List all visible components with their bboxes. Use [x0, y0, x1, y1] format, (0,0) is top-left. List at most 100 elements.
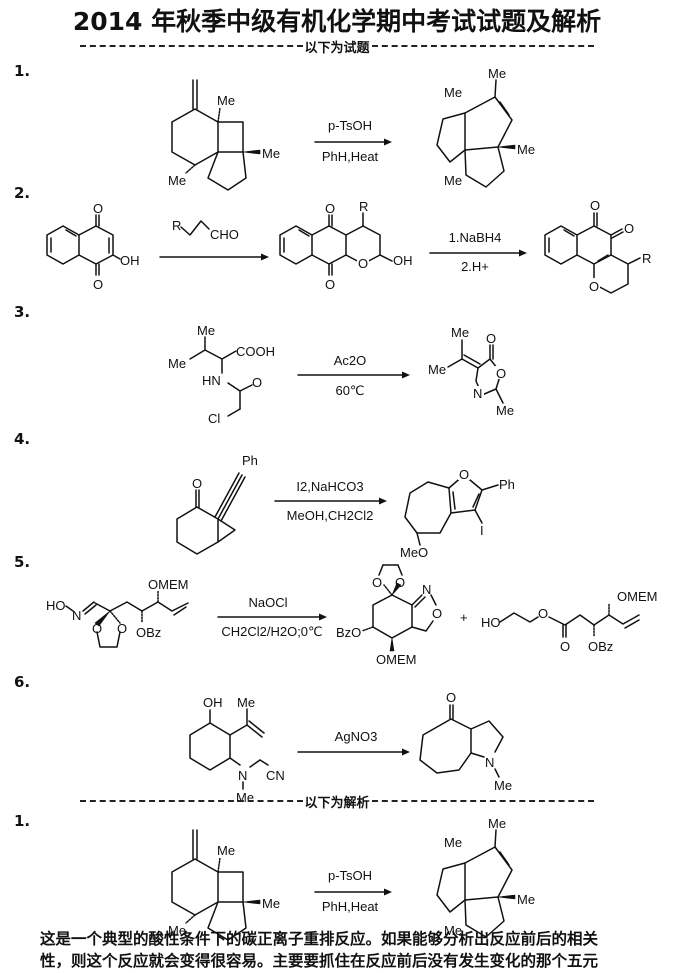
atom-label: Me	[262, 146, 280, 161]
product-2: O O R O	[544, 198, 651, 294]
reaction-arrow: I2,NaHCO3 MeOH,CH2Cl2	[274, 479, 387, 523]
reagent-bottom: MeOH,CH2Cl2	[287, 508, 374, 523]
product-3: Me Me O O N Me	[428, 325, 514, 418]
atom-label: Me	[217, 843, 235, 858]
reagent-top: NaOCl	[248, 595, 287, 610]
reagent-r: R	[172, 218, 181, 233]
intermediate-2: O O R O OH	[279, 199, 413, 292]
atom-label: Me	[197, 323, 215, 338]
reagent-bottom: 60℃	[335, 383, 364, 398]
reagent-bottom: PhH,Heat	[322, 899, 379, 914]
reaction-arrow: R CHO	[159, 218, 269, 261]
reagent-top: 1.NaBH4	[449, 230, 502, 245]
reaction-scheme-3: Me Me COOH HN O Cl Ac2O 60℃ Me Me O O N …	[168, 323, 514, 426]
question-number: 3.	[14, 303, 31, 321]
atom-label: O	[252, 375, 262, 390]
reagent-top: p-TsOH	[328, 118, 372, 133]
atom-label: Me	[168, 923, 186, 938]
atom-label: OBz	[136, 625, 161, 640]
answer-product-1: Me Me Me Me	[436, 816, 535, 938]
atom-label: N	[422, 582, 431, 597]
atom-label: Me	[237, 695, 255, 710]
page-title: 2014 年秋季中级有机化学期中考试试题及解析	[72, 7, 602, 36]
answer-number: 1.	[14, 812, 31, 830]
atom-label: O	[538, 606, 548, 621]
atom-label: OH	[393, 253, 413, 268]
atom-label: Me	[517, 892, 535, 907]
answer-reactant-1: Me Me Me	[168, 829, 280, 941]
atom-label: OMEM	[617, 589, 657, 604]
reagent-top: AgNO3	[335, 729, 378, 744]
reagent-cho: CHO	[210, 227, 239, 242]
atom-label: O	[395, 575, 405, 590]
atom-label: Me	[444, 173, 462, 188]
atom-label: CN	[266, 768, 285, 783]
divider-dash	[80, 45, 303, 47]
atom-label: O	[446, 690, 456, 705]
atom-label: N	[72, 608, 81, 623]
atom-label: O	[432, 606, 442, 621]
reagent-bottom: CH2Cl2/H2O;0℃	[221, 624, 322, 639]
atom-label: O	[117, 621, 127, 636]
question-number: 2.	[14, 184, 31, 202]
atom-label: Me	[168, 356, 186, 371]
atom-label: O	[325, 201, 335, 216]
atom-label: Me	[444, 923, 462, 938]
atom-label: O	[192, 476, 202, 491]
divider-dash	[371, 800, 595, 802]
atom-label: Me	[488, 66, 506, 81]
reaction-arrow: Ac2O 60℃	[297, 353, 410, 398]
atom-label: HN	[202, 373, 221, 388]
reaction-scheme-6: OH Me N CN Me AgNO3 O N Me	[189, 690, 512, 805]
atom-label: O	[93, 201, 103, 216]
atom-label: R	[642, 251, 651, 266]
atom-label: O	[560, 639, 570, 654]
atom-label: N	[485, 755, 494, 770]
question-number: 5.	[14, 553, 31, 571]
answers-header: 以下为解析	[304, 795, 370, 811]
atom-label: BzO	[336, 625, 361, 640]
atom-label: Ph	[242, 453, 258, 468]
product-5a: O O N O BzO OMEM +	[336, 564, 468, 667]
questions-header: 以下为试题	[304, 40, 370, 56]
reactant-4: O Ph	[176, 453, 258, 555]
atom-label: COOH	[236, 344, 275, 359]
reagent-bottom: PhH,Heat	[322, 149, 379, 164]
atom-label: MeO	[400, 545, 428, 560]
reagent-bottom: 2.H+	[461, 259, 489, 274]
reaction-scheme-4: O Ph I2,NaHCO3 MeOH,CH2Cl2 O Ph I MeO	[176, 453, 515, 560]
atom-label: Me	[168, 173, 186, 188]
atom-label: OMEM	[148, 577, 188, 592]
reaction-scheme-2: O O OH R CHO O O R O OH 1.NaBH4 2.H+	[46, 198, 651, 294]
reactant-6: OH Me N CN Me	[189, 695, 285, 805]
explanation-paragraph: 这是一个典型的酸性条件下的碳正离子重排反应。如果能够分析出反应前后的相关 性，则…	[40, 928, 660, 972]
question-number: 6.	[14, 673, 31, 691]
atom-label: O	[92, 621, 102, 636]
product-4: O Ph I MeO	[400, 466, 515, 560]
reaction-scheme-1: Me Me Me p-TsOH PhH,Heat Me Me Me Me	[168, 66, 535, 191]
atom-label: Me	[444, 835, 462, 850]
atom-label: Me	[494, 778, 512, 793]
atom-label: OBz	[588, 639, 613, 654]
atom-label: O	[486, 331, 496, 346]
product-1: Me Me Me Me	[436, 66, 535, 188]
reaction-arrow: p-TsOH PhH,Heat	[314, 118, 392, 164]
atom-label: O	[358, 256, 368, 271]
explanation-line: 这是一个典型的酸性条件下的碳正离子重排反应。如果能够分析出反应前后的相关	[40, 930, 599, 948]
reaction-arrow: NaOCl CH2Cl2/H2O;0℃	[217, 595, 327, 639]
atom-label: Ph	[499, 477, 515, 492]
reagent-top: I2,NaHCO3	[296, 479, 363, 494]
atom-label: OMEM	[376, 652, 416, 667]
plus-sign: +	[460, 610, 468, 625]
atom-label: O	[93, 277, 103, 292]
atom-label: HO	[481, 615, 501, 630]
atom-label: O	[589, 279, 599, 294]
atom-label: N	[238, 768, 247, 783]
atom-label: Me	[428, 362, 446, 377]
atom-label: OH	[203, 695, 223, 710]
atom-label: Cl	[208, 411, 220, 426]
answer-scheme-1: Me Me Me p-TsOH PhH,Heat Me Me Me Me	[168, 816, 535, 941]
reactant-2: O O OH	[46, 201, 140, 292]
atom-label: OH	[120, 253, 140, 268]
reactant-5: HO N O O OMEM OBz	[46, 577, 189, 648]
